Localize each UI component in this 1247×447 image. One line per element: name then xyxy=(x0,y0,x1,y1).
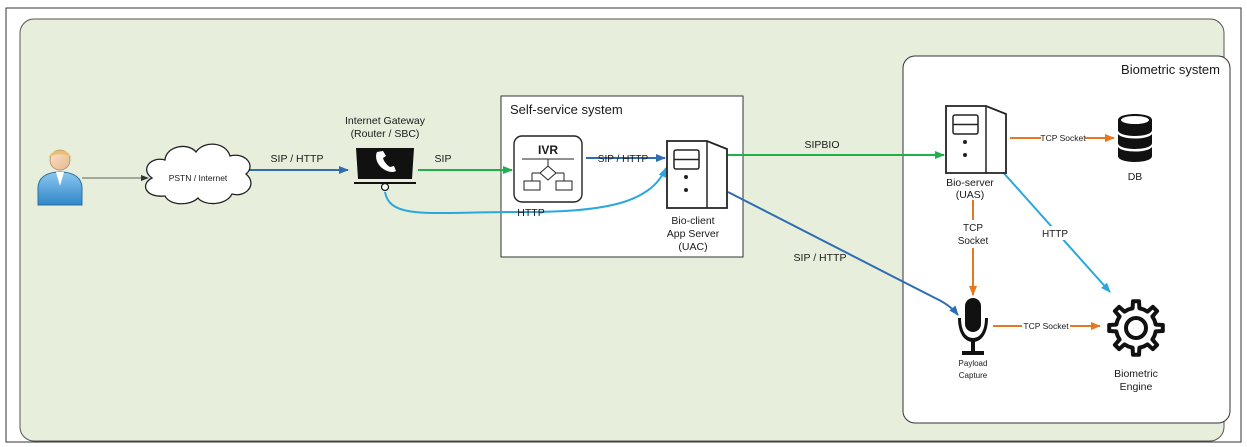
biometric-engine: Biometric Engine xyxy=(1107,299,1165,393)
gateway-node: Internet Gateway (Router / SBC) xyxy=(345,115,426,192)
ivr-label: IVR xyxy=(538,143,558,157)
server-to-db-label: TCP Socket xyxy=(1040,133,1086,143)
database: DB xyxy=(1118,114,1152,183)
gear-icon xyxy=(1107,299,1165,357)
payload-label-line1: Payload xyxy=(959,359,988,368)
payload-label-line2: Capture xyxy=(959,371,988,380)
gateway-router-icon xyxy=(354,148,416,192)
bio-server-icon xyxy=(945,105,1007,174)
self-service-title: Self-service system xyxy=(510,102,623,117)
cloud-label: PSTN / Internet xyxy=(169,173,228,183)
payload-capture: Payload Capture xyxy=(958,298,988,380)
client-to-payload-label: SIP / HTTP xyxy=(794,252,847,264)
user-icon xyxy=(37,149,83,206)
gateway-label-line2: (Router / SBC) xyxy=(351,128,420,140)
client-to-payload-link xyxy=(727,191,959,316)
bio-client-label-line1: Bio-client xyxy=(671,215,714,227)
engine-label-line1: Biometric xyxy=(1114,368,1158,380)
bio-client-server-icon xyxy=(666,140,728,209)
bio-client-label-line3: (UAC) xyxy=(678,241,707,253)
pstn-cloud: PSTN / Internet xyxy=(144,143,252,205)
bio-server-label-line2: (UAS) xyxy=(956,189,985,201)
cloud-to-gateway-label: SIP / HTTP xyxy=(271,153,324,165)
bio-server: Bio-server (UAS) xyxy=(945,105,1007,201)
microphone-icon xyxy=(958,298,988,355)
biometric-title: Biometric system xyxy=(1121,62,1220,77)
ivr-to-client-label: SIP / HTTP xyxy=(598,154,649,165)
ivr-node: IVR xyxy=(513,135,583,203)
gateway-label-line1: Internet Gateway xyxy=(345,115,426,127)
database-icon xyxy=(1118,114,1152,162)
server-to-payload-label-line2: Socket xyxy=(958,236,989,247)
gateway-to-ivr-label: SIP xyxy=(435,153,452,165)
gateway-to-client-label: HTTP xyxy=(517,207,544,219)
ivr-flow-icon xyxy=(523,159,573,191)
gateway-to-client-http-link xyxy=(384,167,667,215)
bio-client-server: Bio-client App Server (UAC) xyxy=(666,140,728,253)
server-to-engine-label: HTTP xyxy=(1042,229,1068,240)
bio-client-label-line2: App Server xyxy=(667,228,720,240)
server-to-payload-label-line1: TCP xyxy=(963,223,983,234)
payload-to-engine-label: TCP Socket xyxy=(1023,321,1069,331)
client-to-server-label: SIPBIO xyxy=(804,139,839,151)
engine-label-line2: Engine xyxy=(1120,381,1153,393)
database-label: DB xyxy=(1128,171,1143,183)
bio-server-label-line1: Bio-server xyxy=(946,177,994,189)
